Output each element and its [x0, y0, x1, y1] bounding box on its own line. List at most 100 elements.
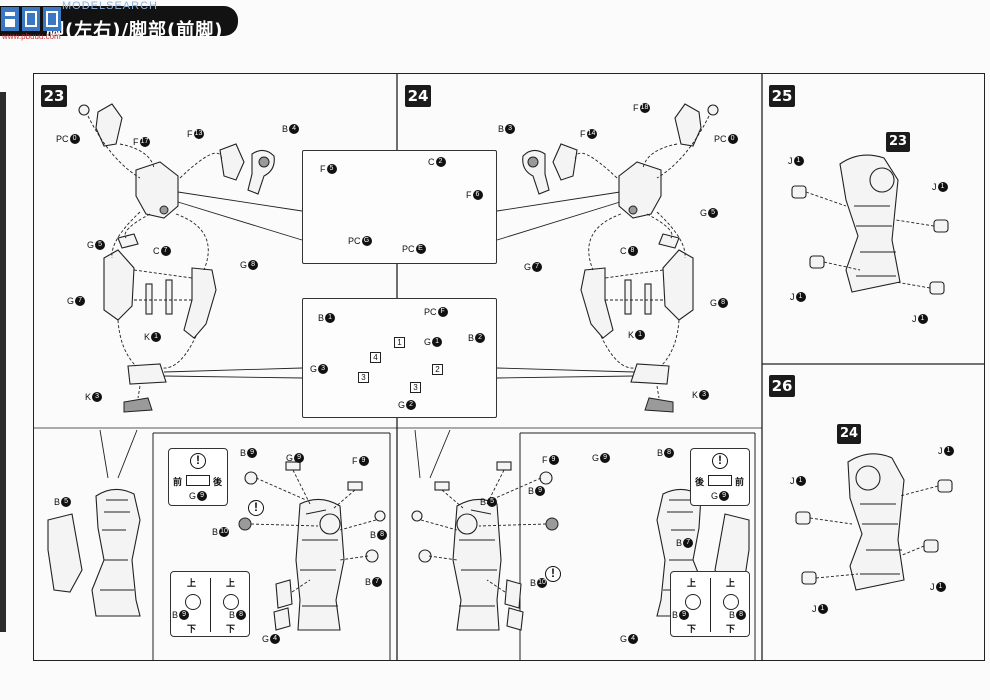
hinge-icon: [223, 594, 239, 610]
step-26-ref: 24: [837, 424, 861, 444]
down-label: 下: [187, 625, 197, 635]
step-26-number: 26: [769, 375, 795, 397]
order-number: 2: [432, 364, 443, 375]
back-label: 後: [695, 478, 705, 488]
hinge-icon: [185, 594, 201, 610]
up-label: 上: [187, 579, 197, 589]
order-number: 3: [358, 372, 369, 383]
page-title: 脚(左右)/脚部(前脚): [46, 20, 224, 41]
step-25-number: 25: [769, 85, 795, 107]
part-diagram-icon: [708, 475, 732, 486]
step-25-ref: 23: [886, 132, 910, 152]
up-label: 上: [226, 579, 236, 589]
divider: [210, 578, 211, 632]
step-23-number: 23: [41, 85, 67, 107]
order-number: 3: [410, 382, 421, 393]
front-label: 前: [735, 478, 745, 488]
front-label: 前: [173, 478, 183, 488]
back-label: 後: [213, 478, 223, 488]
page-edge-tab: [0, 92, 6, 632]
watermark-logo-icon: [1, 7, 61, 31]
down-label: 下: [226, 625, 236, 635]
watermark-text: MODELSEARCH: [62, 0, 158, 12]
hinge-icon: [685, 594, 701, 610]
warning-icon: !: [248, 500, 264, 516]
down-label: 下: [726, 625, 736, 635]
instruction-frame: [33, 73, 985, 661]
warning-icon: !: [545, 566, 561, 582]
down-label: 下: [687, 625, 697, 635]
part-diagram-icon: [186, 475, 210, 486]
divider: [710, 578, 711, 632]
warning-icon: !: [712, 453, 728, 469]
order-number: 4: [370, 352, 381, 363]
step-24-number: 24: [405, 85, 431, 107]
watermark-url: www.pbuuu.com: [2, 32, 61, 41]
up-label: 上: [687, 579, 697, 589]
